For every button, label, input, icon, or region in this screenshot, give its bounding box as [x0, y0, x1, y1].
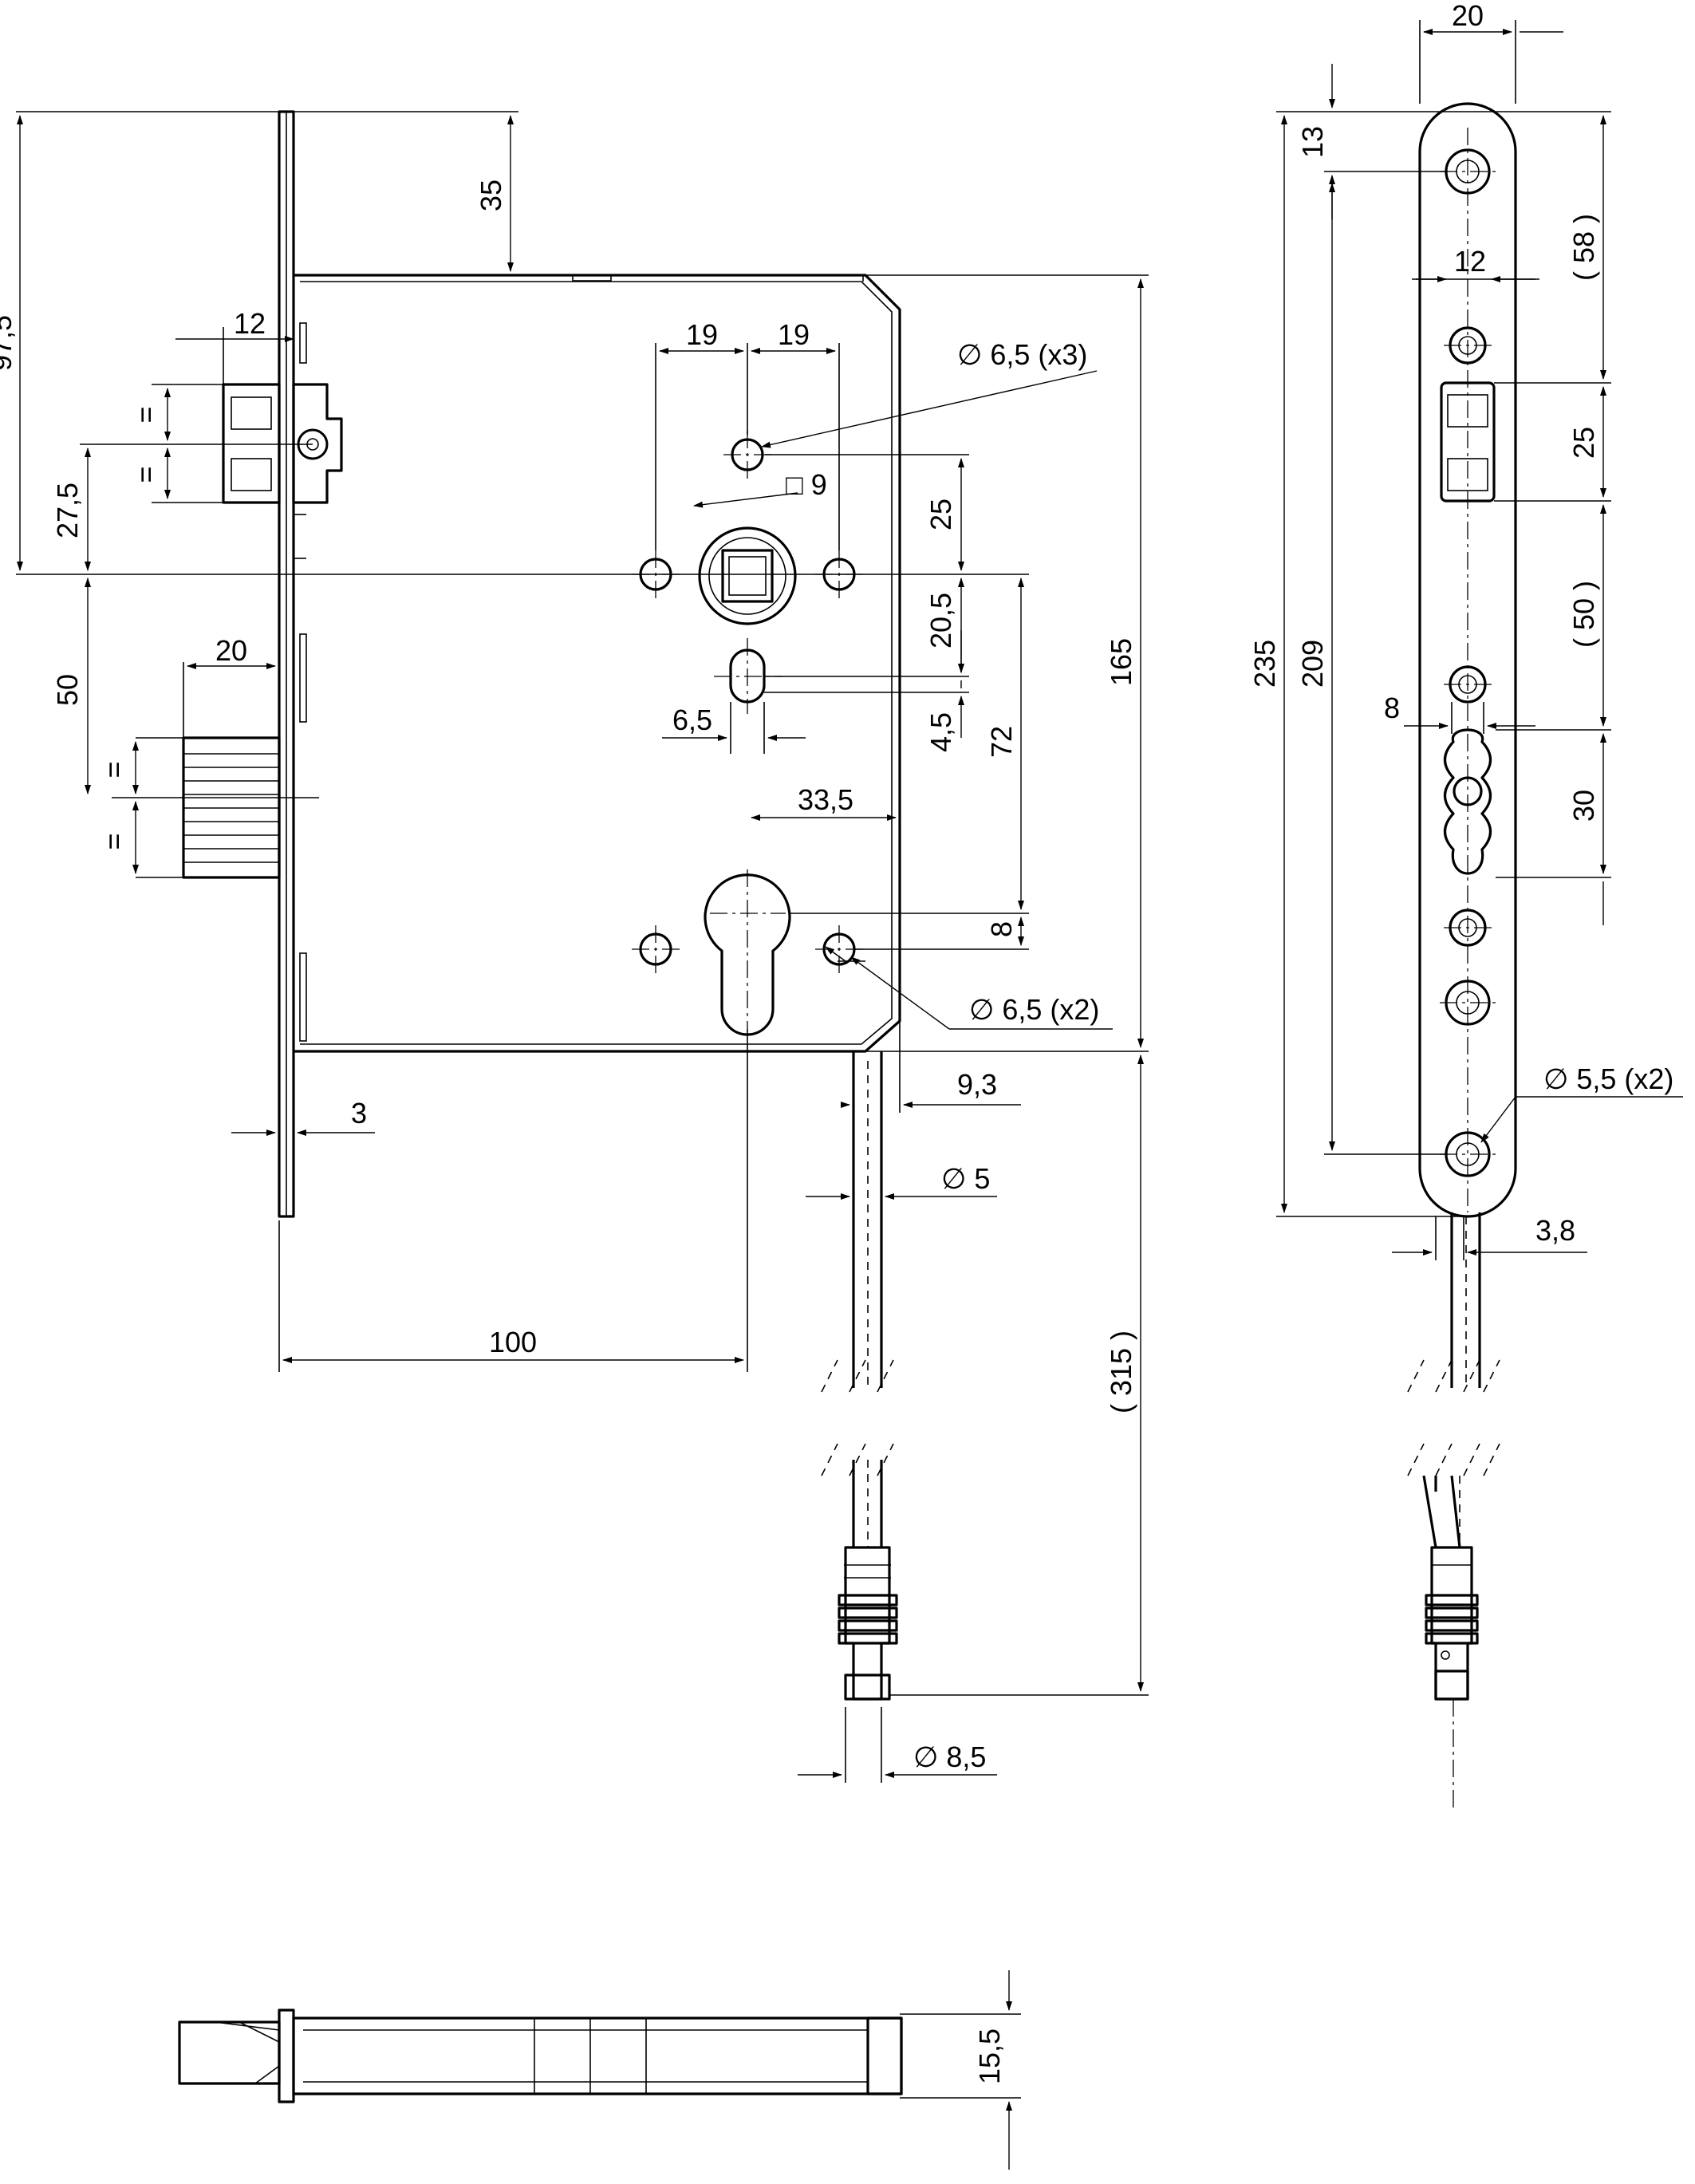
dead-bolt: [182, 736, 281, 879]
side-dim-30: 30: [1567, 790, 1600, 822]
dim-50: 50: [51, 674, 84, 706]
dim-97-5: 97,5: [0, 315, 18, 371]
dim-cable: ∅ 5: [941, 1162, 990, 1195]
screw-hole: [1444, 909, 1492, 947]
dim-9-3: 9,3: [957, 1068, 997, 1101]
side-dim-12: 12: [1454, 245, 1486, 278]
dim-eq: =: [129, 406, 162, 423]
faceplate-strip: [1418, 102, 1517, 1218]
side-cable: [1407, 1212, 1500, 1548]
dim-eq: =: [97, 833, 130, 850]
latch-bolt: [222, 383, 343, 504]
dim-315: ( 315 ): [1105, 1331, 1137, 1413]
side-dim-8: 8: [1384, 692, 1400, 724]
dim-12-latch: 12: [234, 307, 266, 340]
side-dim-25: 25: [1567, 427, 1600, 459]
screw-hole: [1444, 326, 1492, 365]
dim-33-5: 33,5: [798, 783, 853, 816]
side-view: 20 13 ( 58 ) 12 25 235 209 ( 50 ) 8 30 ∅…: [1248, 0, 1683, 1811]
bottom-faceplate: [278, 2009, 295, 2103]
dim-eq: =: [97, 761, 130, 778]
side-dim-holes: ∅ 5,5 (x2): [1543, 1062, 1673, 1095]
side-dim-3-8: 3,8: [1535, 1214, 1575, 1247]
dim-plug: ∅ 8,5: [913, 1740, 986, 1773]
dim-eq: =: [129, 466, 162, 483]
side-dim-20: 20: [1452, 0, 1484, 32]
cable: [821, 1051, 894, 1547]
screw-hole: [1444, 665, 1492, 704]
dim-19-left: 19: [686, 318, 718, 351]
dim-100: 100: [489, 1326, 537, 1358]
follower-hub: [698, 526, 797, 625]
latch-opening: [1440, 381, 1496, 503]
deadbolt-opening: [1443, 728, 1492, 875]
side-dim-13: 13: [1296, 126, 1329, 158]
side-connector-plug: [1425, 1546, 1479, 1811]
dim-hole-b: ∅ 6,5 (x2): [969, 993, 1099, 1026]
lock-case: [294, 274, 901, 1053]
dim-19-right: 19: [778, 318, 810, 351]
screw-hole: [1440, 980, 1496, 1026]
side-dim-50: ( 50 ): [1567, 581, 1600, 648]
dim-8: 8: [985, 921, 1018, 937]
dim-20-deadbolt: 20: [215, 634, 247, 667]
side-dim-58: ( 58 ): [1567, 214, 1600, 281]
fixing-hole: [723, 431, 771, 479]
front-view: 35 97,5 12 = = 27,5 20 50 = = 19 19 ∅ 6,…: [0, 110, 1149, 1783]
bottom-view: 15,5: [178, 1970, 1021, 2170]
fixing-hole: [632, 925, 680, 973]
dim-72: 72: [985, 726, 1018, 758]
dim-6-5: 6,5: [672, 704, 712, 736]
dim-20-5: 20,5: [924, 593, 957, 648]
connector-plug: [838, 1546, 898, 1701]
dim-35: 35: [475, 179, 507, 211]
dim-hole-a: ∅ 6,5 (x3): [957, 338, 1087, 371]
dim-25: 25: [924, 499, 957, 530]
bottom-dim-15-5: 15,5: [973, 2028, 1006, 2084]
dim-4-5: 4,5: [924, 712, 957, 752]
side-dim-235: 235: [1248, 640, 1281, 688]
dim-square: □ 9: [786, 468, 827, 501]
side-dim-209: 209: [1296, 640, 1329, 688]
dim-3: 3: [351, 1097, 367, 1129]
dim-165: 165: [1105, 638, 1137, 686]
cylinder-cutout: [704, 869, 791, 1036]
dim-27-5: 27,5: [51, 483, 84, 538]
